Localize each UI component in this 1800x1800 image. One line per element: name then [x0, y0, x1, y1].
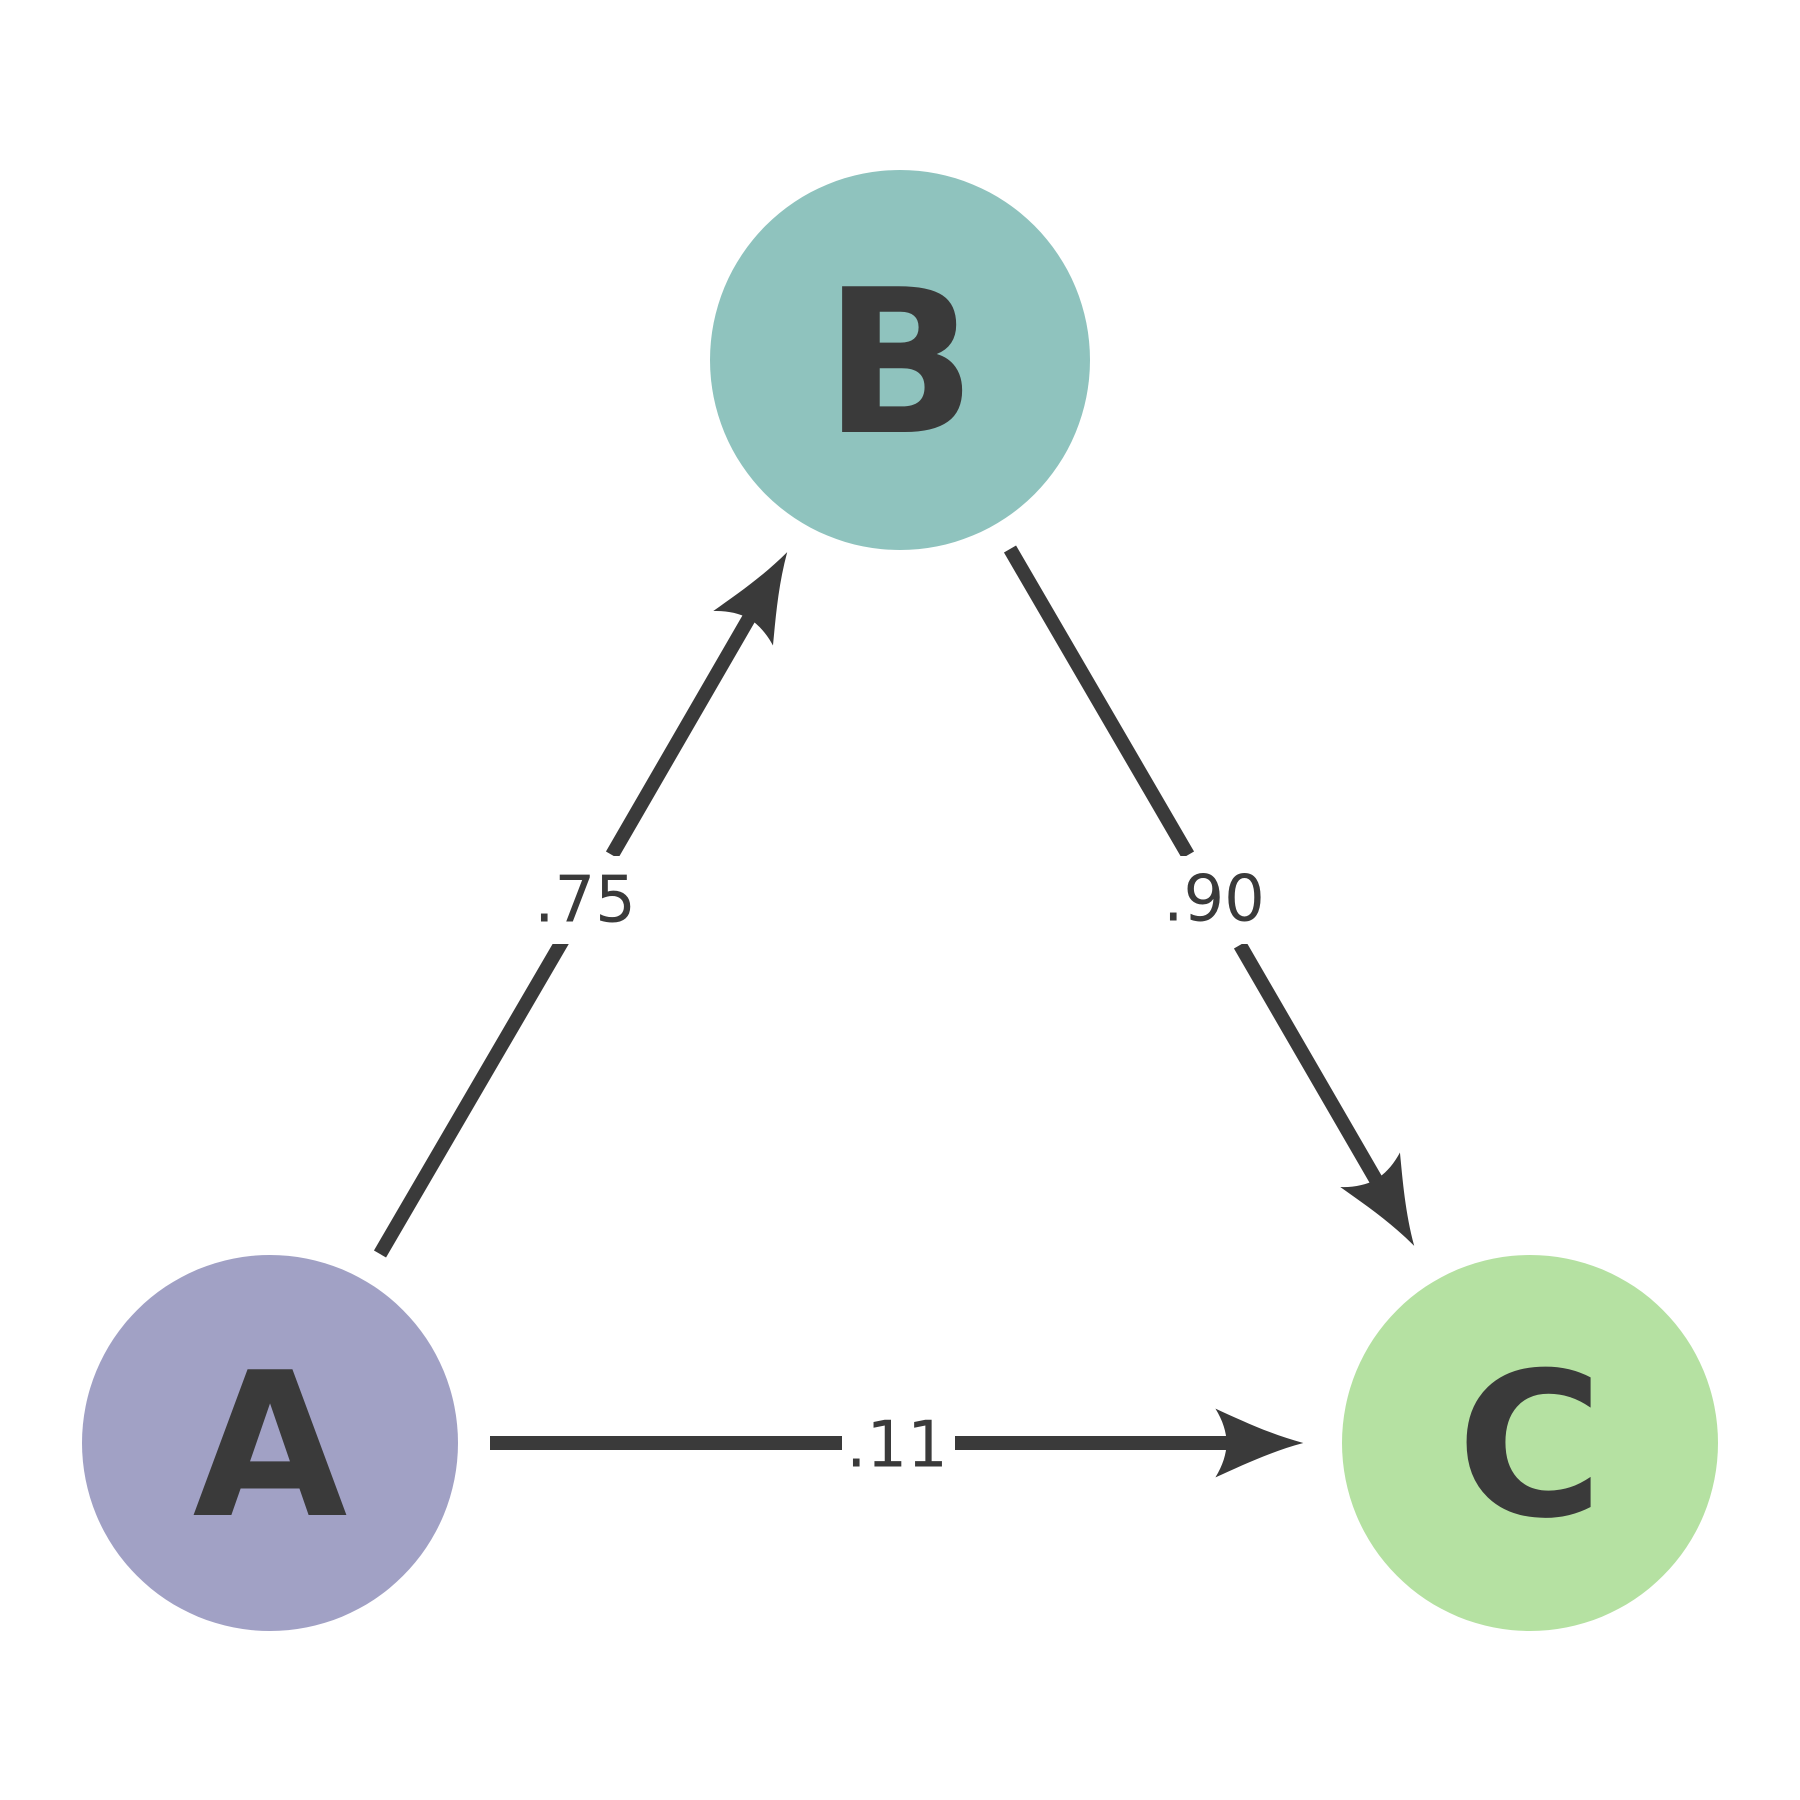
node-a-circle [82, 1255, 458, 1631]
edge-b-c-line-lower [1233, 941, 1415, 1246]
node-b-label: B [824, 247, 976, 480]
edge-a-b-line-upper [605, 552, 788, 859]
edge-b-c-weight-label: .90 [1163, 862, 1265, 936]
edge-b-c-label-background [1144, 856, 1284, 944]
node-c-circle [1342, 1255, 1718, 1631]
node-c-label: C [1457, 1330, 1604, 1563]
edge-b-c: .90 [1003, 545, 1415, 1246]
edge-a-c-label-background [842, 1402, 954, 1484]
edge-a-b-line-lower [373, 936, 570, 1258]
edge-b-c-line-upper [1003, 545, 1195, 859]
edge-a-b: .75 [373, 552, 788, 1258]
node-a-label: A [193, 1330, 348, 1563]
node-b-circle [710, 170, 1090, 550]
edge-a-c: .11 [490, 1402, 1304, 1484]
node-c: C [1342, 1255, 1718, 1631]
edge-a-c-weight-label: .11 [846, 1408, 948, 1482]
edge-a-b-weight-label: .75 [534, 863, 636, 937]
edge-a-b-label-background [515, 856, 655, 944]
node-b: B [710, 170, 1090, 550]
node-a: A [82, 1255, 458, 1631]
